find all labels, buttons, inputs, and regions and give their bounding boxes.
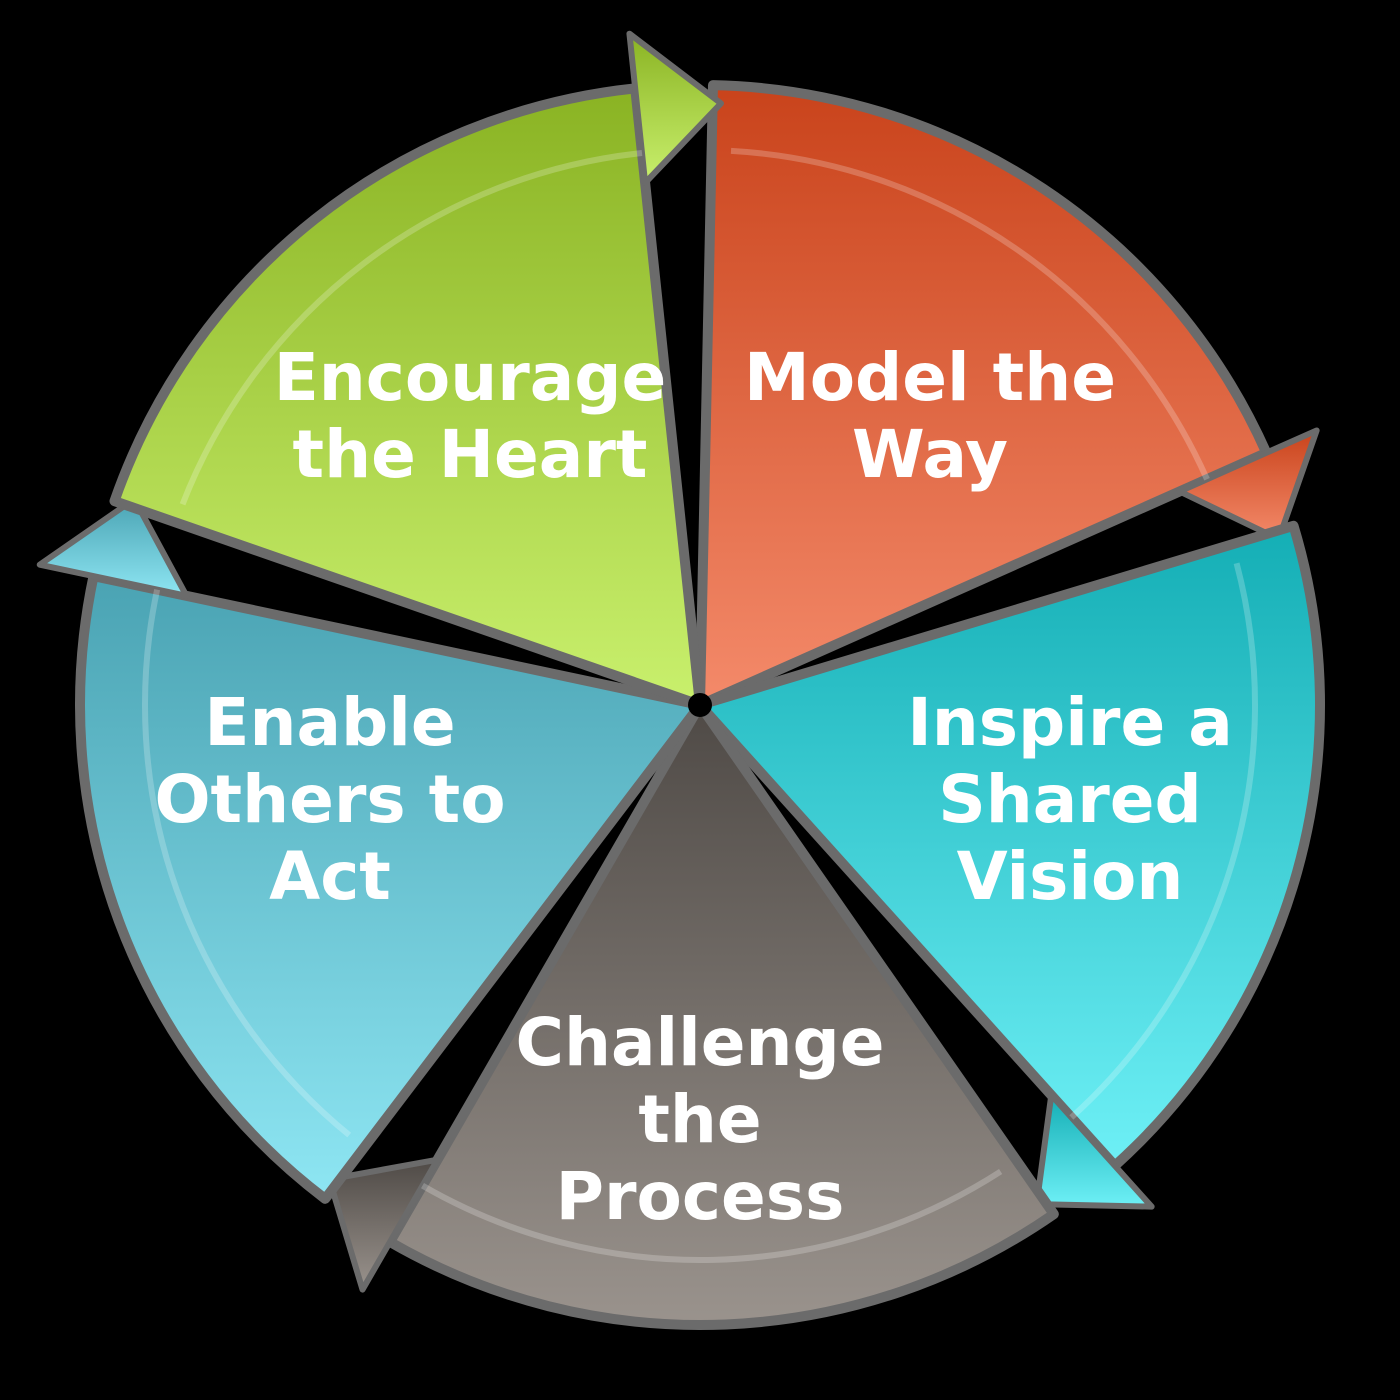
segment-arrow-head (1176, 427, 1320, 543)
svg-text:Inspire a: Inspire a (907, 684, 1233, 761)
svg-text:the: the (638, 1081, 761, 1158)
label-line: Shared (938, 761, 1202, 838)
svg-text:Others to: Others to (154, 761, 505, 838)
svg-text:Vision: Vision (957, 838, 1184, 915)
segment-challenge-the-process-label: Challenge the Process (516, 1004, 885, 1235)
segment-wedge (385, 700, 1059, 1330)
label-line: Challenge (516, 1004, 885, 1081)
svg-text:Model the: Model the (744, 339, 1116, 416)
label-line: Act (269, 838, 391, 915)
segment-arrow-head (36, 496, 190, 599)
label-line: Model the (744, 339, 1116, 416)
svg-text:Way: Way (852, 416, 1008, 493)
label-line: the (638, 1081, 761, 1158)
segment-encourage-the-heart-label: Encourage the Heart (274, 339, 667, 493)
segment-arrow-band (421, 1168, 1003, 1263)
segment-inspire-shared-vision-label: Inspire a Shared Vision (907, 684, 1233, 915)
segment-wedge (695, 520, 1325, 1171)
segments-layer (36, 30, 1325, 1330)
label-line: Enable (204, 684, 455, 761)
label-line: Others to (154, 761, 505, 838)
segment-model-the-way (695, 80, 1320, 710)
segment-enable-others-to-act (36, 496, 705, 1204)
svg-text:Act: Act (269, 838, 391, 915)
segment-enable-others-to-act-label: Enable Others to Act (154, 684, 505, 915)
svg-text:Shared: Shared (938, 761, 1202, 838)
segment-wedge (695, 80, 1272, 710)
label-line: Way (852, 416, 1008, 493)
label-line: Inspire a (907, 684, 1233, 761)
segment-challenge-the-process (326, 700, 1059, 1330)
segment-arrow-band (142, 588, 352, 1138)
center-point (688, 693, 712, 717)
label-line: Process (556, 1158, 845, 1235)
segment-inspire-shared-vision (695, 520, 1325, 1210)
segment-wedge (109, 83, 705, 710)
svg-text:Enable: Enable (204, 684, 455, 761)
svg-text:Process: Process (556, 1158, 845, 1235)
segment-arrow-band (1069, 562, 1258, 1120)
segment-model-the-way-label: Model the Way (744, 339, 1116, 493)
svg-text:the Heart: the Heart (293, 416, 648, 493)
label-line: the Heart (293, 416, 648, 493)
segment-arrow-head (1033, 1092, 1155, 1210)
segment-arrow-band (179, 150, 643, 506)
label-line: Encourage (274, 339, 667, 416)
label-line: Vision (957, 838, 1184, 915)
svg-text:Challenge: Challenge (516, 1004, 885, 1081)
segment-arrow-band (730, 147, 1210, 481)
segment-arrow-head (326, 1156, 441, 1293)
segment-wedge (75, 571, 705, 1204)
segment-arrow-head (626, 30, 725, 186)
segment-encourage-the-heart (109, 30, 725, 710)
svg-text:Encourage: Encourage (274, 339, 667, 416)
